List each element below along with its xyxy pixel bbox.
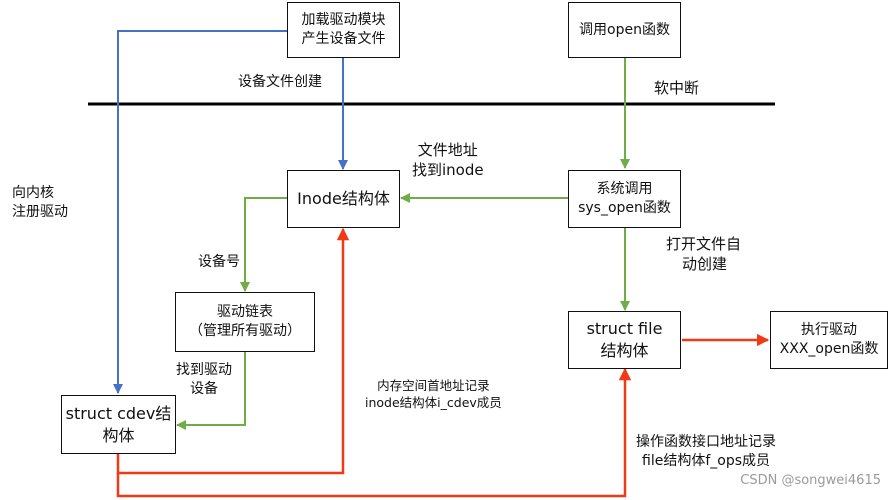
arrow-cdev-to-file [116,367,632,498]
exec-driver-box: 执行驱动 XXX_open函数 [770,311,888,369]
arrow-driverlist-to-cdev [176,352,246,430]
sys-open-line-2: sys_open函数 [578,200,671,216]
load-module-box: 加载驱动模块 产生设备文件 [287,2,400,58]
struct-file-line-2: 结构体 [600,341,649,360]
softirq-label: 软中断 [654,79,700,97]
struct-cdev-line-1: struct cdev结 [65,403,172,423]
driver-list-box: 驱动链表 （管理所有驱动） [175,292,315,352]
file-address-label: 文件地址 找到inode [412,140,484,181]
arrow-inode-to-driverlist [240,197,287,292]
open-file-auto-create-line-1: 打开文件自 [666,235,742,253]
arrow-cdev-to-inode [116,227,350,475]
struct-cdev-box: struct cdev结 构体 [61,395,176,454]
sys-open-box: 系统调用 sys_open函数 [568,170,681,228]
register-driver-label: 向内核 注册驱动 [12,184,68,222]
mem-addr-record-line-2: inode结构体i_cdev成员 [365,394,502,410]
driver-list-line-2: （管理所有驱动） [189,323,301,339]
open-file-auto-create-label: 打开文件自 动创建 [666,234,741,275]
driver-list-line-1: 驱动链表 [217,304,273,321]
struct-cdev-line-2: 构体 [102,425,135,445]
arrow-load-to-cdev [113,30,287,394]
file-address-line-1: 文件地址 [417,141,478,159]
register-driver-line-1: 向内核 [12,185,54,201]
found-driver-device-line-2: 设备 [190,380,218,397]
mem-addr-record-label: 内存空间首地址记录 inode结构体i_cdev成员 [365,378,502,412]
device-file-created-label: 设备文件创建 [238,74,322,90]
open-file-auto-create-line-2: 动创建 [682,255,728,274]
device-number-label: 设备号 [198,254,240,270]
load-module-line-1: 加载驱动模块 [301,12,386,29]
sys-open-line-1: 系统调用 [596,181,653,198]
inode-box: Inode结构体 [287,170,400,228]
watermark: CSDN @songwei4615 [740,473,881,488]
found-driver-device-line-1: 找到驱动 [176,362,232,378]
found-driver-device-label: 找到驱动 设备 [176,361,232,399]
exec-driver-line-2: XXX_open函数 [779,341,879,357]
register-driver-line-2: 注册驱动 [12,203,68,220]
struct-file-line-1: struct file [586,319,663,339]
inode-label: Inode结构体 [297,189,390,209]
exec-driver-line-1: 执行驱动 [801,322,857,339]
file-address-line-2: 找到inode [412,161,484,180]
call-open-label: 调用open函数 [579,21,670,38]
mem-addr-record-line-1: 内存空间首地址记录 [377,378,490,393]
fops-addr-record-label: 操作函数接口地址记录 file结构体f_ops成员 [636,433,776,471]
struct-file-box: struct file 结构体 [568,311,681,369]
load-module-line-2: 产生设备文件 [301,31,386,47]
call-open-box: 调用open函数 [568,2,681,58]
fops-addr-record-line-2: file结构体f_ops成员 [642,452,770,469]
fops-addr-record-line-1: 操作函数接口地址记录 [636,434,776,450]
